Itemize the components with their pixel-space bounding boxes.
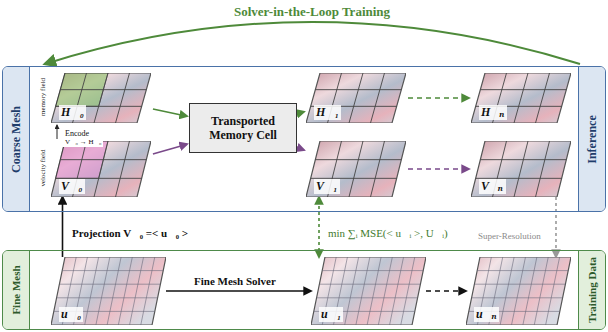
memory-grid: H⃗₁ [306, 73, 406, 123]
field-label-holder: H⃗₀ [59, 102, 86, 120]
flow-arrow [555, 197, 557, 257]
label-text: Encode [63, 129, 91, 139]
field-label: velocity field [31, 147, 49, 188]
field-symbol: V⃗₁ [314, 179, 340, 194]
fine-velocity-grid: u⃗ₙ [466, 257, 571, 325]
flow-arrow [166, 290, 311, 292]
memory-grid: H⃗ₙ [471, 73, 571, 123]
edge-label-holder: Fine Mesh Solver [192, 271, 278, 289]
field-label-holder: V⃗₀ [59, 176, 85, 194]
panel-title: Training Data [586, 257, 598, 323]
fine-mesh-panel: Fine Mesh Training Data u⃗₀ u⃗₁ u⃗ₙ [2, 250, 606, 330]
fine-velocity-grid: u⃗₀ [51, 257, 166, 325]
flow-arrow [408, 168, 469, 170]
field-symbol: H⃗ₙ [479, 105, 507, 120]
field-label-holder: u⃗ₙ [474, 304, 499, 322]
field-symbol: u⃗₁ [319, 307, 343, 322]
side-band: Coarse Mesh [3, 67, 30, 211]
field-label-holder: H⃗₁ [314, 102, 341, 120]
field-symbol: u⃗ₙ [474, 307, 499, 322]
flow-arrow [299, 112, 304, 113]
label-text: memory field [39, 76, 48, 118]
velocity-grid: V⃗₁ [306, 141, 406, 197]
edge-label-holder: min ∑ᵢ MSE(< u⃗ᵢ >, U⃗ᵢ) [326, 223, 450, 241]
field-label-holder: u⃗₁ [319, 304, 343, 322]
label-text: velocity field [39, 147, 48, 188]
side-band: Training Data [578, 251, 605, 329]
panel-title: Inference [585, 115, 600, 163]
field-label-holder: H⃗ₙ [479, 102, 507, 120]
loop-title: Solver-in-the-Loop Training [232, 2, 392, 20]
flow-arrow [153, 109, 187, 116]
flow-arrow [153, 144, 187, 154]
field-symbol: H⃗₀ [59, 105, 86, 120]
flow-arrow [408, 97, 469, 99]
training-loop-arc [45, 22, 580, 64]
field-label-holder: V⃗₁ [314, 176, 340, 194]
flow-arrow [318, 197, 320, 257]
panel-title: Coarse Mesh [9, 106, 24, 173]
velocity-grid: V⃗ₙ [471, 141, 571, 197]
field-symbol: V⃗ₙ [479, 179, 506, 194]
fine-velocity-grid: u⃗₁ [311, 257, 426, 325]
memory-grid: H⃗₀ [51, 73, 151, 123]
side-band: Inference [578, 67, 605, 211]
label-text: Solver-in-the-Loop Training [232, 4, 392, 19]
encode-label: Encode [63, 122, 91, 140]
edge-label: min ∑ᵢ MSE(< u⃗ᵢ >, U⃗ᵢ) [326, 226, 450, 241]
edge-label: Super-Resolution [476, 229, 543, 244]
field-symbol: V⃗₀ [59, 179, 85, 194]
edge-label: Projection V⃗₀ =< u⃗₀ > [70, 226, 190, 241]
coarse-mesh-panel: Coarse Mesh Inference H⃗₀ V⃗₀ Transported Me… [2, 66, 606, 212]
field-symbol: u⃗₀ [59, 307, 83, 322]
encode-arrow [57, 125, 58, 139]
field-label-holder: u⃗₀ [59, 304, 83, 322]
memory-cell-box: Transported Memory Cell [189, 103, 297, 153]
edge-label: Fine Mesh Solver [192, 274, 278, 289]
box-label: Transported Memory Cell [190, 114, 296, 142]
edge-label-holder: Super-Resolution [476, 225, 543, 244]
field-label: memory field [31, 76, 49, 118]
side-band: Fine Mesh [3, 251, 30, 329]
velocity-grid: V⃗₀ [51, 141, 151, 197]
field-symbol: H⃗₁ [314, 105, 341, 120]
edge-label-holder: Projection V⃗₀ =< u⃗₀ > [70, 223, 190, 241]
flow-arrow [426, 290, 466, 292]
field-label-holder: V⃗ₙ [479, 176, 506, 194]
flow-arrow [62, 197, 64, 257]
panel-title: Fine Mesh [10, 265, 22, 314]
flow-arrow [299, 148, 304, 150]
